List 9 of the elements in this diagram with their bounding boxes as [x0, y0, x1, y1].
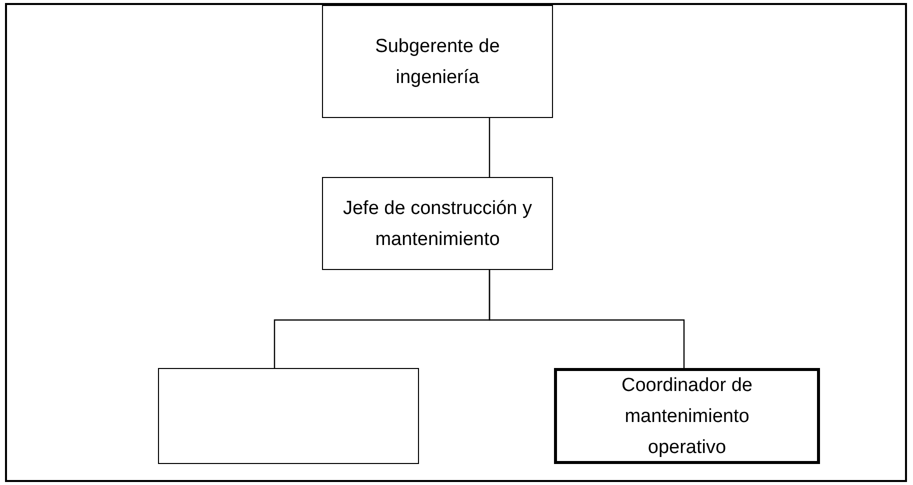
position-box	[322, 5, 553, 118]
position-box	[554, 368, 820, 464]
empty-box	[158, 368, 419, 464]
position-title: Subgerente de ingeniería	[374, 34, 501, 90]
position-title: Jefe de construcción y mantenimiento	[342, 196, 534, 252]
connector-line	[488, 118, 490, 177]
position-title: Coordinador de mantenimiento operativo	[620, 374, 754, 460]
position-box	[322, 177, 553, 270]
connector-line	[488, 270, 685, 368]
